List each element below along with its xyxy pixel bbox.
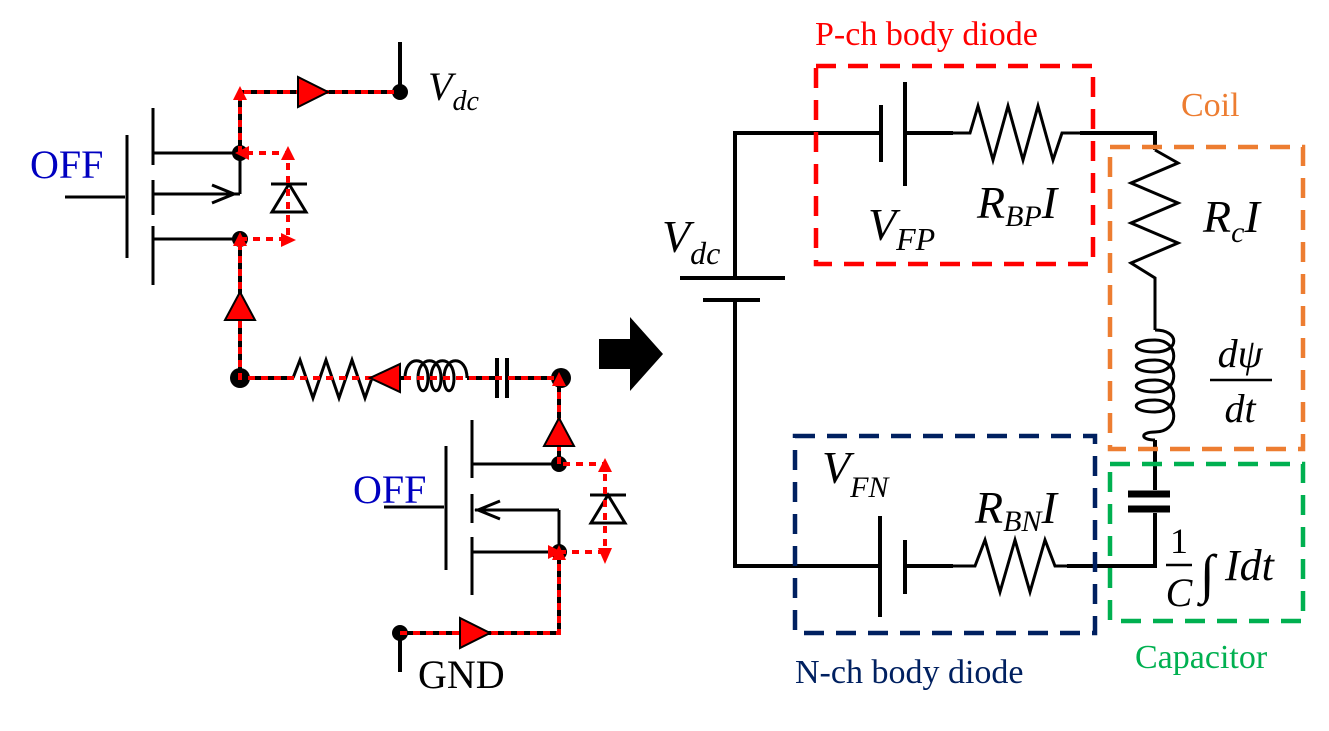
upper-body-diode-icon: [269, 181, 309, 214]
p-ch-group-box: [813, 63, 1096, 267]
left-inductor-icon: [403, 359, 469, 393]
upper-switch-state: OFF: [30, 142, 103, 187]
lower-switch-state: OFF: [353, 467, 426, 512]
capacitor-group-box: [1107, 461, 1306, 624]
transform-arrow-icon: [599, 317, 663, 391]
gnd-label: GND: [418, 652, 505, 697]
dpsi-denominator: dt: [1224, 386, 1256, 431]
equivalent-circuit: Vdc VFP RBPI RcI dψ dt VFN RBNI 1 C ∫: [662, 16, 1306, 691]
rc-label: RcI: [1202, 191, 1262, 249]
cap-numerator: 1: [1170, 521, 1188, 561]
coil-group-box: [1107, 144, 1306, 452]
coil-group-title: Coil: [1181, 87, 1240, 124]
upper-mosfet: [65, 108, 309, 285]
loop-wire-left-top: [733, 131, 881, 278]
left-circuit: Vdc OFF: [30, 42, 628, 697]
current-arrow-icon: [459, 616, 493, 650]
p-ch-group-title: P-ch body diode: [815, 16, 1038, 53]
n-ch-group-title: N-ch body diode: [795, 654, 1024, 691]
vfp-label: VFP: [868, 199, 935, 257]
integral-sign: ∫: [1197, 544, 1218, 607]
rbp-resistor-icon: [953, 100, 1080, 166]
lower-mosfet-arrow-icon: [474, 499, 501, 521]
capacitor-group-title: Capacitor: [1135, 639, 1268, 676]
vdc-label: Vdc: [428, 64, 479, 117]
current-path: [223, 75, 612, 650]
n-ch-group-box: [792, 433, 1098, 636]
dpsi-numerator: dψ: [1218, 331, 1264, 376]
source-label: Vdc: [662, 211, 720, 271]
lower-body-diode-icon: [588, 492, 628, 525]
inductor-icon: [1134, 328, 1176, 442]
rbn-label: RBNI: [974, 482, 1059, 538]
lower-mosfet: [384, 420, 628, 595]
current-arrow-icon: [542, 415, 576, 447]
vfn-label: VFN: [822, 442, 890, 504]
current-arrow-icon: [367, 362, 401, 394]
rbn-resistor-icon: [953, 534, 1067, 598]
upper-mosfet-arrow-icon: [211, 183, 238, 205]
current-arrow-icon: [223, 289, 257, 321]
rbp-label: RBPI: [976, 177, 1060, 233]
current-arrow-icon: [297, 75, 331, 109]
rc-resistor-icon: [1127, 148, 1182, 330]
cap-denominator: C: [1166, 570, 1194, 615]
cap-integrand: Idt: [1224, 541, 1276, 590]
